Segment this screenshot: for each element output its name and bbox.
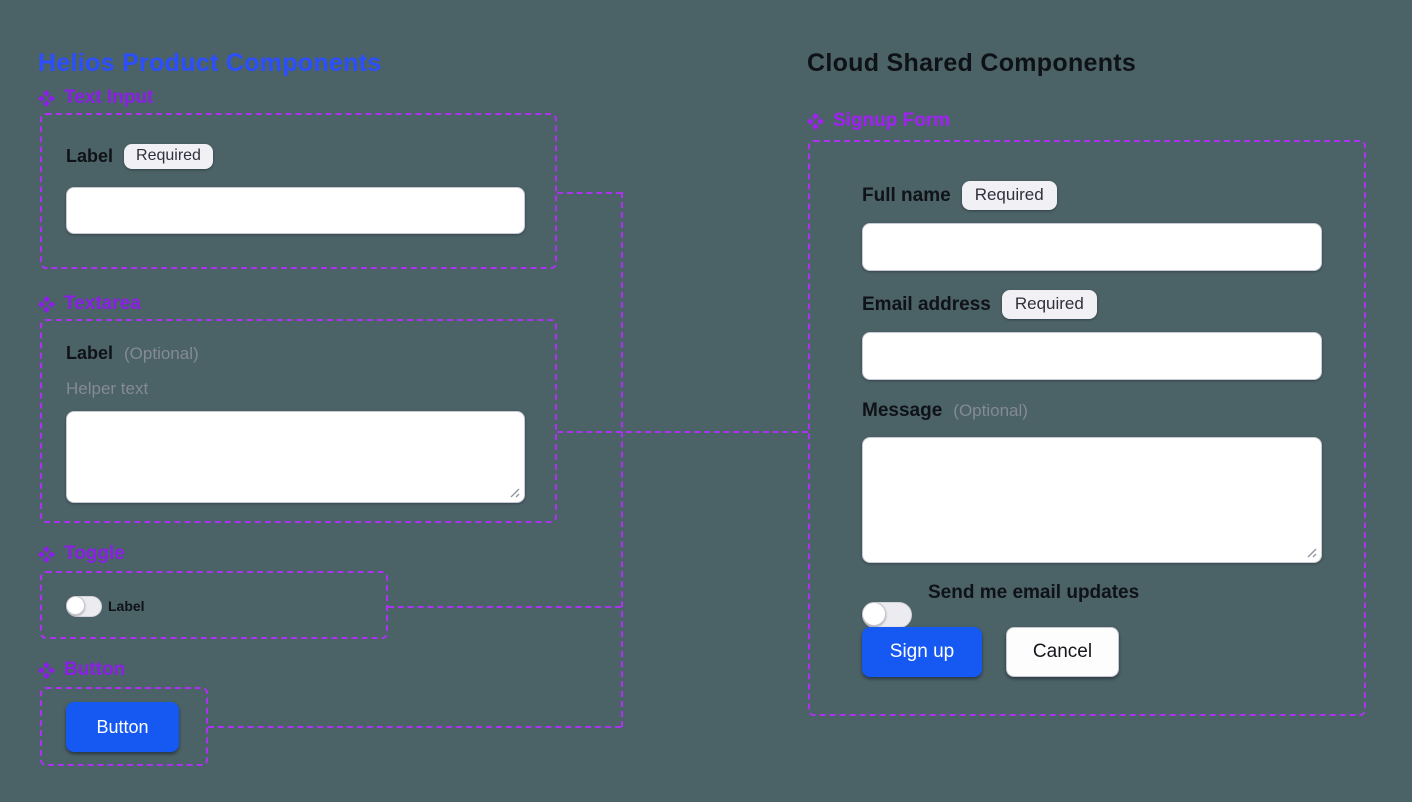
field-label: Label (66, 146, 114, 166)
email-label-row: Email address Required (862, 290, 1097, 319)
toggle-switch[interactable] (66, 596, 102, 617)
component-frame-signup-form (808, 140, 1366, 716)
text-input-field[interactable] (66, 187, 525, 234)
component-frame-text-input (40, 113, 557, 269)
message-textarea-wrapper (862, 437, 1322, 563)
cloud-panel-title: Cloud Shared Components (807, 48, 1137, 77)
component-icon (38, 661, 55, 679)
connector-toggle (388, 606, 621, 608)
component-heading-toggle: Toggle (38, 543, 125, 565)
email-updates-toggle[interactable] (862, 602, 912, 628)
design-canvas: Helios Product Components Text Input Lab… (0, 0, 1412, 766)
message-label-row: Message (Optional) (862, 400, 1028, 422)
component-icon (807, 112, 824, 130)
component-heading-label: Toggle (64, 543, 125, 564)
resize-handle-icon[interactable] (1304, 545, 1317, 558)
component-heading-label: Text Input (64, 87, 154, 108)
connector-trunk (621, 192, 623, 727)
connector-textarea-to-form (557, 431, 808, 433)
component-heading-label: Textarea (64, 293, 141, 314)
component-frame-textarea (40, 319, 557, 523)
component-heading-label: Button (64, 659, 126, 680)
component-heading-signup-form: Signup Form (807, 110, 950, 132)
optional-hint: (Optional) (124, 343, 199, 363)
helper-text: Helper text (66, 379, 149, 398)
helios-panel: Helios Product Components Text Input Lab… (0, 0, 1412, 766)
sample-button[interactable]: Button (66, 702, 179, 752)
optional-hint: (Optional) (953, 401, 1028, 420)
email-updates-label: Send me email updates (928, 582, 1140, 603)
full-name-input[interactable] (862, 223, 1322, 271)
textarea-wrapper (66, 411, 525, 503)
resize-handle-icon[interactable] (507, 485, 520, 498)
component-heading-textarea: Textarea (38, 293, 141, 315)
cloud-panel: Cloud Shared Components Signup Form Full… (0, 21, 1412, 716)
component-icon (38, 295, 55, 313)
sign-up-button[interactable]: Sign up (862, 627, 982, 677)
toggle-knob[interactable] (66, 596, 85, 615)
textarea-label-row: Label (Optional) (66, 343, 199, 364)
required-badge: Required (1001, 290, 1097, 319)
text-input-wrapper (66, 187, 525, 234)
full-name-label-row: Full name Required (862, 181, 1057, 210)
full-name-input-wrapper (862, 223, 1322, 271)
component-heading-button: Button (38, 659, 125, 681)
toggle-label: Label (108, 598, 145, 614)
field-label: Label (66, 343, 114, 363)
component-icon (38, 89, 55, 107)
component-heading-label: Signup Form (833, 110, 951, 131)
connector-button (208, 726, 621, 728)
message-textarea[interactable] (862, 437, 1322, 563)
connector-text-input (557, 192, 622, 194)
field-label: Full name (862, 184, 951, 206)
text-input-label-row: Label Required (66, 144, 213, 169)
component-frame-toggle (40, 571, 388, 639)
component-heading-text-input: Text Input (38, 87, 153, 109)
required-badge: Required (124, 144, 213, 169)
email-input-wrapper (862, 332, 1322, 380)
component-icon (38, 545, 55, 563)
cancel-button[interactable]: Cancel (1006, 627, 1119, 677)
field-label: Message (862, 400, 943, 421)
required-badge: Required (961, 181, 1057, 210)
textarea-field[interactable] (66, 411, 525, 503)
helios-panel-title: Helios Product Components (38, 48, 382, 77)
field-label: Email address (862, 293, 991, 315)
component-frame-button (40, 687, 208, 766)
email-input[interactable] (862, 332, 1322, 380)
toggle-knob[interactable] (862, 602, 886, 626)
